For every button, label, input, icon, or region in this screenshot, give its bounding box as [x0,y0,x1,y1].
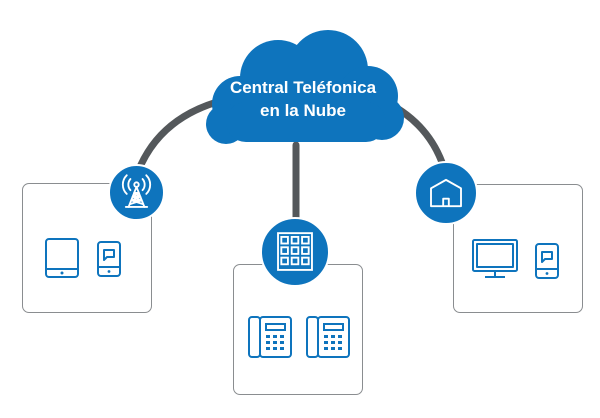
cloud-icon [206,30,404,144]
house-icon [430,178,462,208]
cloud-pbx: Central Teléfonica en la Nube [196,26,410,154]
desk-phone-icon [247,312,293,360]
building-badge [260,217,330,287]
monitor-icon [471,238,519,280]
antenna-tower-icon [121,174,152,208]
cloud-title-line-2: en la Nube [260,101,346,120]
desk-phone-icon [305,312,351,360]
tablet-icon [43,237,81,279]
office-building-icon [277,232,313,271]
cloud-title: Central Teléfonica en la Nube [196,76,410,122]
smartphone-icon [534,242,560,280]
smartphone-icon [96,240,122,278]
antenna-badge [108,164,165,221]
house-badge [414,161,478,225]
cloud-title-line-1: Central Teléfonica [229,78,377,97]
